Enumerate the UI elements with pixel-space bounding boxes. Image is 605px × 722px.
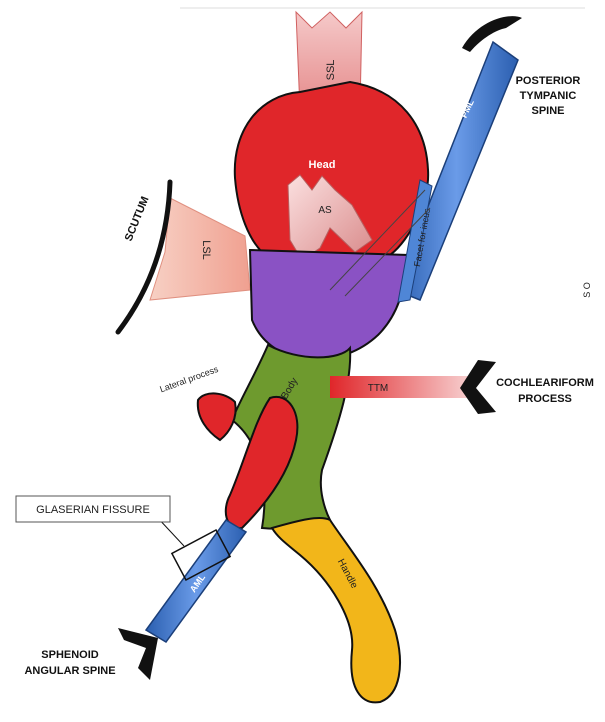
- malleus-handle: [272, 518, 400, 702]
- sphenoid-spine-label-1: SPHENOID: [41, 649, 99, 661]
- ssl-label: SSL: [325, 60, 337, 81]
- lateral-process-label: Lateral process: [158, 364, 220, 395]
- so-label: S O: [582, 282, 592, 298]
- scutum-label: SCUTUM: [123, 195, 152, 243]
- anterior-ligament: AML: [146, 520, 246, 642]
- sphenoid-spine-label-2: ANGULAR SPINE: [24, 665, 115, 677]
- cochleariform-label-1: COCHLEARIFORM: [496, 377, 594, 389]
- malleus-neck: [250, 250, 408, 360]
- posterior-tympanic-spine-label-3: SPINE: [531, 105, 564, 117]
- glaserian-fissure-label: GLASERIAN FISSURE: [36, 504, 150, 516]
- cochleariform-process-shape: [460, 360, 496, 414]
- posterior-tympanic-spine-label-2: TYMPANIC: [520, 90, 577, 102]
- head-label: Head: [309, 159, 336, 171]
- as-label: AS: [318, 205, 332, 216]
- lateral-process: [198, 393, 236, 440]
- posterior-tympanic-spine-label-1: POSTERIOR: [516, 75, 581, 87]
- cochleariform-label-2: PROCESS: [518, 393, 572, 405]
- lsl-label: LSL: [200, 240, 212, 260]
- sphenoid-spine-shape: [118, 628, 158, 680]
- ttm-muscle: TTM: [330, 376, 476, 398]
- ttm-label: TTM: [368, 383, 389, 394]
